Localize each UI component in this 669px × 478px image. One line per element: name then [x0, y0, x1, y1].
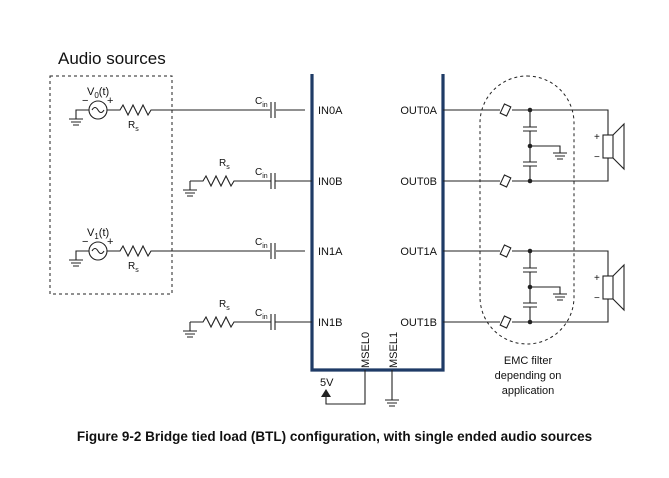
speaker-icon: [602, 275, 614, 300]
speaker-icon: [602, 134, 614, 159]
source-0-plus: +: [107, 95, 113, 107]
cap-label: Cin: [255, 167, 268, 180]
cap-label: Cin: [255, 237, 268, 250]
source-0: V0(t) − + Rs: [69, 86, 305, 133]
ground-icon: [183, 189, 197, 197]
ferrite-bead-icon: [499, 244, 512, 258]
pin-in0a: IN0A: [318, 105, 343, 117]
source-0-rs-label: Rs: [128, 120, 139, 133]
input-path-in0b: Rs Cin IN0B: [183, 158, 342, 197]
input-path-in1b: Rs Cin IN1B: [183, 299, 342, 338]
cap-label: Cin: [255, 96, 268, 109]
speaker-plus: +: [594, 132, 600, 143]
source-1-plus: +: [107, 236, 113, 248]
audio-sources-box: [49, 75, 173, 295]
emc-capacitor-icon: [523, 110, 537, 181]
pin-in0b: IN0B: [318, 176, 342, 188]
source-1-rs-label: Rs: [128, 261, 139, 274]
cap-label: Cin: [255, 308, 268, 321]
capacitor-icon: [270, 243, 276, 259]
ground-icon: [530, 145, 567, 160]
ground-icon: [69, 259, 83, 267]
emc-note-line-3: application: [502, 385, 555, 397]
section-title: Audio sources: [58, 49, 166, 68]
speaker-minus: −: [594, 293, 600, 304]
pin-msel1: MSEL1: [388, 332, 400, 368]
pin-in1b: IN1B: [318, 317, 342, 329]
ferrite-bead-icon: [499, 103, 512, 117]
source-0-label: V0(t): [87, 86, 109, 100]
pin-out1a: OUT1A: [400, 246, 437, 258]
supply-arrow-icon: [321, 389, 331, 397]
pin-out1b: OUT1B: [400, 317, 437, 329]
resistor-rs-1: [107, 244, 305, 258]
sine-icon: [91, 106, 105, 114]
emc-capacitor-icon: [523, 251, 537, 322]
ground-icon: [530, 286, 567, 301]
source-1: V1(t) − + Rs: [69, 227, 305, 274]
figure-caption: Figure 9-2 Bridge tied load (BTL) config…: [76, 429, 593, 444]
source-1-minus: −: [82, 236, 88, 248]
emc-note-line-1: EMC filter: [504, 355, 553, 367]
pin-out0b: OUT0B: [400, 176, 437, 188]
speaker-minus: −: [594, 152, 600, 163]
capacitor-icon: [270, 314, 276, 330]
output-channel-1: + −: [443, 244, 625, 329]
sine-icon: [91, 247, 105, 255]
ground-icon: [183, 330, 197, 338]
input-path-in1a: Cin IN1A: [255, 237, 343, 259]
output-channel-0: + −: [443, 103, 625, 188]
resistor-rs-0: [107, 103, 305, 117]
ground-icon: [385, 399, 399, 407]
ground-icon: [69, 118, 83, 126]
rs-label: Rs: [219, 158, 230, 171]
rs-label: Rs: [219, 299, 230, 312]
pin-msel0: MSEL0: [360, 332, 372, 368]
supply-label: 5V: [320, 377, 334, 389]
capacitor-icon: [270, 102, 276, 118]
capacitor-icon: [270, 173, 276, 189]
source-0-minus: −: [82, 95, 88, 107]
input-path-in0a: Cin IN0A: [255, 96, 343, 118]
pin-out0a: OUT0A: [400, 105, 437, 117]
emc-filter-boundary: [479, 75, 575, 345]
speaker-plus: +: [594, 273, 600, 284]
ferrite-bead-icon: [499, 315, 512, 329]
emc-note-line-2: depending on: [495, 370, 562, 382]
ferrite-bead-icon: [499, 174, 512, 188]
source-1-label: V1(t): [87, 227, 109, 241]
pin-in1a: IN1A: [318, 246, 343, 258]
amplifier-chip: [310, 74, 445, 372]
